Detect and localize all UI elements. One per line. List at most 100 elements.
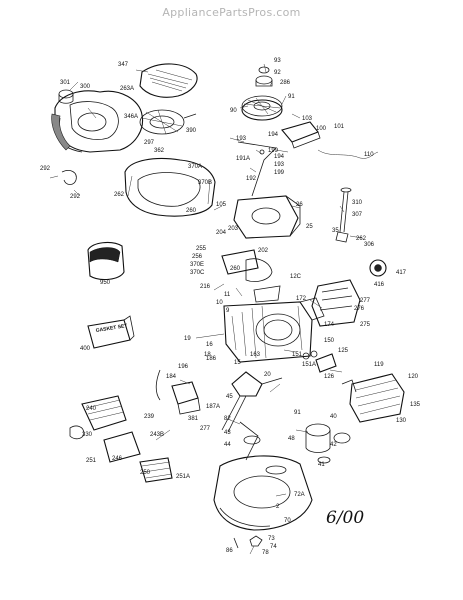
- part-label: 204: [216, 230, 227, 236]
- part-label: 25: [306, 224, 313, 230]
- part-label: 192: [246, 176, 257, 182]
- camshaft: [239, 421, 261, 461]
- part-label: 193: [236, 136, 247, 142]
- fuel-cap: [58, 89, 74, 104]
- gasket-set-box: GASKET SET: [87, 315, 135, 349]
- part-label: 103: [302, 116, 313, 122]
- part-label: 187A: [206, 404, 220, 410]
- part-label: 74: [270, 544, 277, 550]
- part-label: 15: [234, 360, 241, 366]
- part-label: 250: [140, 470, 151, 476]
- fuel-tank: [87, 241, 125, 281]
- part-label: 2: [276, 504, 280, 510]
- part-label: 277: [360, 298, 371, 304]
- part-label: 370C: [190, 270, 205, 276]
- part-label: 239: [144, 414, 155, 420]
- part-label: 292: [40, 166, 51, 172]
- part-label: 44: [224, 442, 231, 448]
- part-label: 203: [228, 226, 239, 232]
- part-label: 275: [360, 322, 371, 328]
- part-label: 216: [200, 284, 211, 290]
- part-label: 93: [274, 58, 281, 64]
- part-label: 199: [268, 148, 279, 154]
- part-label: 370E: [190, 262, 204, 268]
- part-label: 20: [264, 372, 271, 378]
- part-label: 130: [396, 418, 407, 424]
- part-label: 174: [324, 322, 335, 328]
- cylinder-head: [341, 373, 405, 423]
- part-label: 90: [230, 108, 237, 114]
- part-label: 362: [154, 148, 165, 154]
- part-label: 18: [204, 352, 211, 358]
- part-label: 330: [82, 432, 93, 438]
- part-label: 120: [408, 374, 419, 380]
- part-label: 194: [274, 154, 285, 160]
- watermark: AppliancePartsPros.com: [162, 6, 301, 19]
- part-label: 196: [178, 364, 189, 370]
- part-label: 400: [80, 346, 91, 352]
- piston: [305, 423, 351, 464]
- cylinder-block: [223, 297, 325, 363]
- part-label: 251A: [176, 474, 190, 480]
- governor-linkage: [237, 141, 277, 197]
- part-label: 381: [188, 416, 199, 422]
- part-label: 370A: [188, 164, 202, 170]
- part-label: 292: [70, 194, 81, 200]
- oil-drain-plug: [233, 535, 263, 549]
- carburetor: [155, 369, 201, 415]
- part-label: 276: [354, 306, 365, 312]
- part-label: 16: [206, 342, 213, 348]
- blower-housing: [51, 90, 144, 153]
- hose-clip: [49, 170, 81, 197]
- part-label: 370B: [198, 180, 212, 186]
- part-label: 135: [410, 402, 421, 408]
- part-label: 286: [280, 80, 291, 86]
- part-label: 202: [258, 248, 269, 254]
- part-label: 263A: [120, 86, 134, 92]
- part-label: 12C: [290, 274, 302, 280]
- part-label: 186: [206, 356, 217, 362]
- part-label: 26: [296, 202, 303, 208]
- part-label: 43: [224, 430, 231, 436]
- muffler: [311, 279, 361, 327]
- part-label: 9: [226, 308, 230, 314]
- part-label: 260: [230, 266, 241, 272]
- part-label: 105: [216, 202, 227, 208]
- part-label: 100: [316, 126, 327, 132]
- part-label: 91: [294, 410, 301, 416]
- part-label: 184: [166, 374, 177, 380]
- part-label: 199: [274, 170, 285, 176]
- part-label: 126: [324, 374, 335, 380]
- part-label: 110: [364, 152, 374, 158]
- part-label: 40: [330, 414, 337, 420]
- part-label: 193: [274, 162, 285, 168]
- part-label: 390: [186, 128, 197, 134]
- part-label: 172: [296, 296, 307, 302]
- flywheel: [241, 95, 283, 121]
- part-label: 125: [338, 348, 349, 354]
- part-label: 416: [374, 282, 385, 288]
- part-label: 300: [80, 84, 91, 90]
- part-label: 82: [224, 416, 231, 422]
- part-label: 42: [330, 442, 337, 448]
- part-label: 35: [332, 228, 339, 234]
- part-label: 256: [192, 254, 203, 260]
- part-label: 119: [374, 362, 384, 368]
- part-label: 262: [114, 192, 125, 198]
- part-label: 297: [144, 140, 155, 146]
- part-label: 151A: [302, 362, 316, 368]
- part-label: 251: [86, 458, 97, 464]
- part-label: 277: [200, 426, 211, 432]
- part-label: 950: [100, 280, 111, 286]
- part-label: 301: [60, 80, 71, 86]
- revision-date: 6/00: [326, 508, 365, 528]
- part-label: 262: [356, 236, 367, 242]
- part-label: 151: [292, 352, 303, 358]
- air-cleaner-cover: [139, 63, 198, 98]
- starter-pulley: [255, 66, 273, 87]
- air-filter-assembly: [69, 395, 141, 463]
- part-label: 243B: [150, 432, 164, 438]
- part-label: 72A: [294, 492, 305, 498]
- part-label: 246: [112, 456, 123, 462]
